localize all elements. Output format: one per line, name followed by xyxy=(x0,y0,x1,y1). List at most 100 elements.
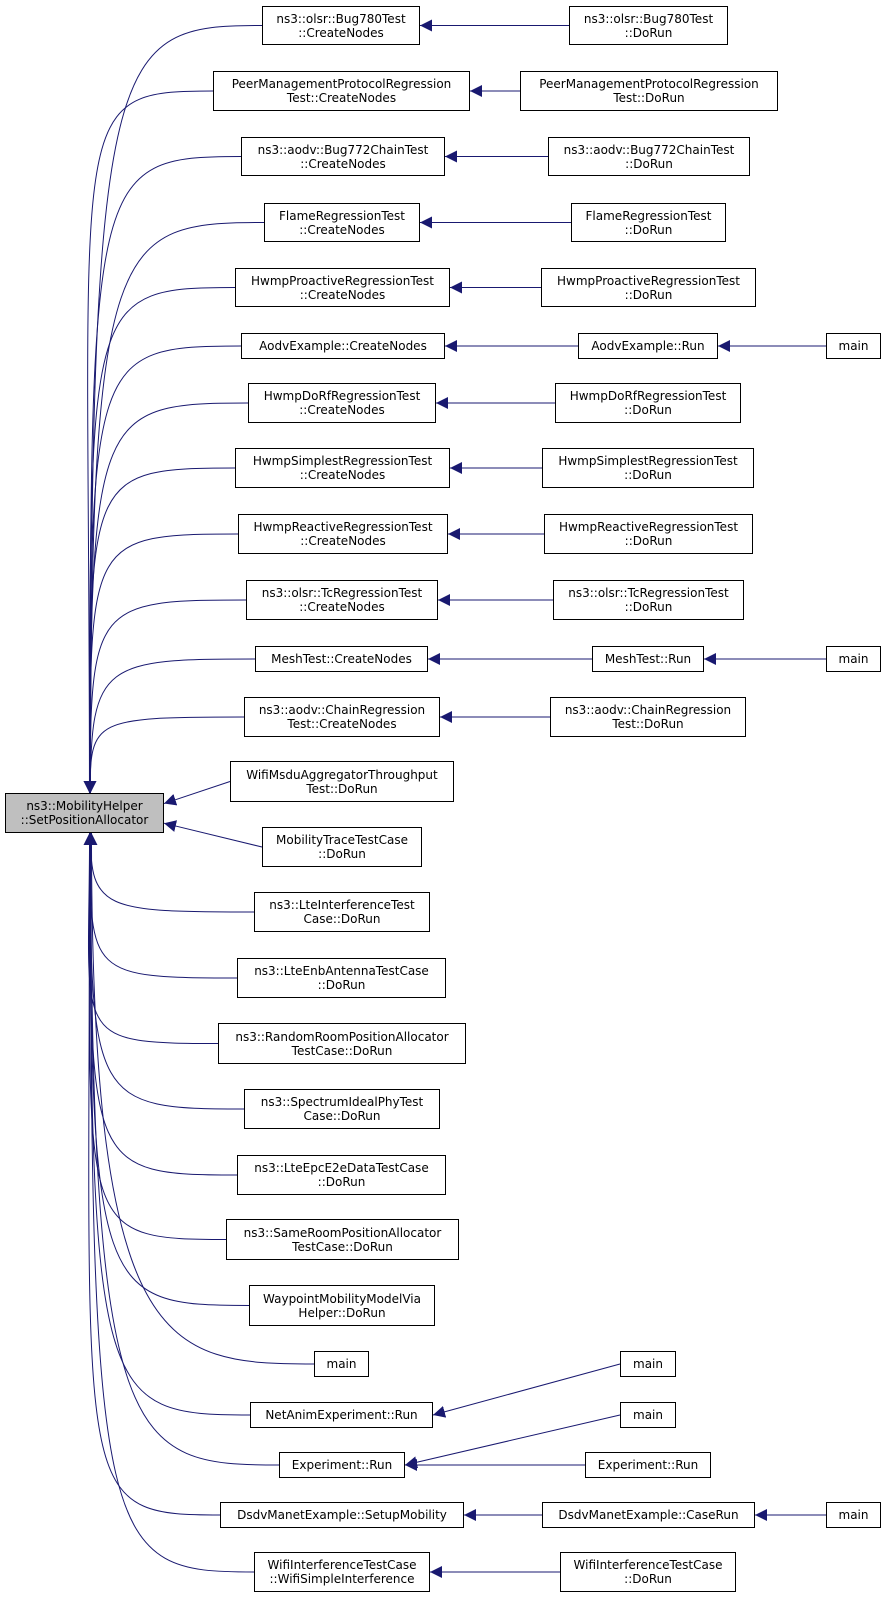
caller-node-c14[interactable]: MobilityTraceTestCase::DoRun xyxy=(262,827,422,867)
caller-node-c4[interactable]: FlameRegressionTest::CreateNodes xyxy=(264,203,420,242)
caller-node-e25[interactable]: main xyxy=(826,1502,881,1528)
node-label-line: main xyxy=(838,1508,869,1522)
caller-node-c8[interactable]: HwmpSimplestRegressionTest::CreateNodes xyxy=(235,448,450,488)
node-label-line: ns3::LteInterferenceTest xyxy=(269,898,415,912)
caller-node-e11[interactable]: main xyxy=(826,646,881,672)
edge-c26-to-root xyxy=(84,832,255,1573)
edge-c5-to-root xyxy=(83,287,236,794)
node-label-line: HwmpDoRfRegressionTest xyxy=(569,389,727,403)
node-label-line: ::DoRun xyxy=(624,468,672,482)
node-label-line: ::DoRun xyxy=(317,978,366,992)
caller-node-c26[interactable]: WifiInterferenceTestCase::WifiSimpleInte… xyxy=(254,1552,430,1592)
node-label-line: MobilityTraceTestCase xyxy=(276,833,408,847)
caller-node-d9[interactable]: HwmpReactiveRegressionTest::DoRun xyxy=(544,514,753,554)
caller-node-d24a[interactable]: main xyxy=(620,1402,676,1428)
caller-node-e6[interactable]: main xyxy=(826,333,881,359)
caller-node-d10[interactable]: ns3::olsr::TcRegressionTest::DoRun xyxy=(553,580,744,620)
edge-c3-to-root xyxy=(84,156,242,794)
caller-node-d1[interactable]: ns3::olsr::Bug780Test::DoRun xyxy=(569,6,728,45)
caller-node-d24b[interactable]: Experiment::Run xyxy=(585,1452,711,1478)
caller-node-c7[interactable]: HwmpDoRfRegressionTest::CreateNodes xyxy=(248,383,436,423)
caller-node-d6[interactable]: AodvExample::Run xyxy=(578,333,718,359)
node-label-line: DsdvManetExample::SetupMobility xyxy=(237,1508,447,1522)
caller-node-d26[interactable]: WifiInterferenceTestCase::DoRun xyxy=(560,1552,736,1592)
caller-node-d25[interactable]: DsdvManetExample::CaseRun xyxy=(542,1502,755,1528)
caller-node-d23[interactable]: main xyxy=(620,1351,676,1377)
node-label-line: ::CreateNodes xyxy=(299,287,386,302)
node-label-line: Test::DoRun xyxy=(613,91,685,105)
node-label-line: ::DoRun xyxy=(624,287,673,302)
caller-node-c10[interactable]: ns3::olsr::TcRegressionTest::CreateNodes xyxy=(246,580,438,620)
edge-c25-to-root xyxy=(83,832,221,1516)
caller-node-c23[interactable]: NetAnimExperiment::Run xyxy=(250,1402,433,1428)
node-label-line: ns3::RandomRoomPositionAllocator xyxy=(235,1029,449,1044)
caller-node-d7[interactable]: HwmpDoRfRegressionTest::DoRun xyxy=(555,383,741,423)
caller-node-c9[interactable]: HwmpReactiveRegressionTest::CreateNodes xyxy=(238,514,448,554)
caller-node-c22[interactable]: main xyxy=(314,1351,369,1377)
caller-node-d11[interactable]: MeshTest::Run xyxy=(592,646,704,672)
edge-c13-to-root xyxy=(163,781,231,806)
caller-node-c24[interactable]: Experiment::Run xyxy=(279,1452,405,1478)
node-label-line: HwmpSimplestRegressionTest xyxy=(252,454,433,468)
edge-c15-to-root xyxy=(84,832,255,913)
node-label-line: Case::DoRun xyxy=(303,1109,381,1123)
edge-c20-to-root xyxy=(83,832,227,1240)
edge-c23-to-root xyxy=(84,832,251,1416)
node-label-line: AodvExample::CreateNodes xyxy=(259,339,427,353)
root-node[interactable]: ns3::MobilityHelper::SetPositionAllocato… xyxy=(5,793,164,833)
node-label-line: ::SetPositionAllocator xyxy=(20,813,149,827)
node-label-line: MeshTest::CreateNodes xyxy=(271,652,412,666)
node-label-line: ns3::aodv::ChainRegression xyxy=(258,703,426,717)
caller-node-d4[interactable]: FlameRegressionTest::DoRun xyxy=(571,203,726,242)
node-label-line: ns3::olsr::TcRegressionTest xyxy=(261,586,423,600)
caller-node-c3[interactable]: ns3::aodv::Bug772ChainTest::CreateNodes xyxy=(241,137,445,176)
node-label-line: ::WifiSimpleInterference xyxy=(269,1572,415,1586)
edge-c19-to-root xyxy=(83,832,238,1176)
node-label-line: ns3::olsr::TcRegressionTest xyxy=(568,586,729,600)
node-label-line: Test::DoRun xyxy=(306,781,378,796)
edge-c2-to-root xyxy=(83,90,214,794)
node-label-line: ::DoRun xyxy=(317,1175,366,1189)
node-label-line: ::CreateNodes xyxy=(299,403,385,417)
node-label-line: ::DoRun xyxy=(624,534,673,548)
caller-node-c19[interactable]: ns3::LteEpcE2eDataTestCase::DoRun xyxy=(237,1155,446,1195)
node-label-line: main xyxy=(633,1357,663,1371)
caller-node-c1[interactable]: ns3::olsr::Bug780Test::CreateNodes xyxy=(262,6,420,45)
caller-node-c6[interactable]: AodvExample::CreateNodes xyxy=(241,333,445,359)
caller-node-d8[interactable]: HwmpSimplestRegressionTest::DoRun xyxy=(542,448,754,488)
node-label-line: FlameRegressionTest xyxy=(585,208,712,223)
caller-node-c11[interactable]: MeshTest::CreateNodes xyxy=(255,646,428,672)
node-label-line: ns3::olsr::Bug780Test xyxy=(276,11,406,26)
node-label-line: ::CreateNodes xyxy=(299,468,386,482)
node-label-line: Experiment::Run xyxy=(597,1458,699,1472)
node-label-line: HwmpReactiveRegressionTest xyxy=(253,520,433,534)
node-label-line: TestCase::DoRun xyxy=(292,1239,393,1254)
edge-c10-to-root xyxy=(84,599,247,794)
node-label-line: ns3::aodv::Bug772ChainTest xyxy=(257,142,429,157)
node-label-line: AodvExample::Run xyxy=(591,339,705,353)
node-label-line: PeerManagementProtocolRegression xyxy=(539,77,759,91)
node-label-line: Case::DoRun xyxy=(303,912,381,926)
node-label-line: FlameRegressionTest xyxy=(279,208,405,223)
node-label-line: ns3::aodv::Bug772ChainTest xyxy=(563,142,735,157)
caller-node-d3[interactable]: ns3::aodv::Bug772ChainTest::DoRun xyxy=(548,137,750,176)
node-label-line: ns3::SameRoomPositionAllocator xyxy=(243,1225,442,1240)
caller-node-c5[interactable]: HwmpProactiveRegressionTest::CreateNodes xyxy=(235,268,450,307)
edge-d23-to-c23 xyxy=(432,1363,621,1418)
caller-node-d5[interactable]: HwmpProactiveRegressionTest::DoRun xyxy=(541,268,756,307)
edge-c8-to-root xyxy=(83,467,236,794)
node-label-line: PeerManagementProtocolRegression xyxy=(231,77,452,91)
caller-node-c16[interactable]: ns3::LteEnbAntennaTestCase::DoRun xyxy=(237,958,446,998)
node-label-line: MeshTest::Run xyxy=(604,652,692,666)
caller-node-c25[interactable]: DsdvManetExample::SetupMobility xyxy=(220,1502,464,1528)
